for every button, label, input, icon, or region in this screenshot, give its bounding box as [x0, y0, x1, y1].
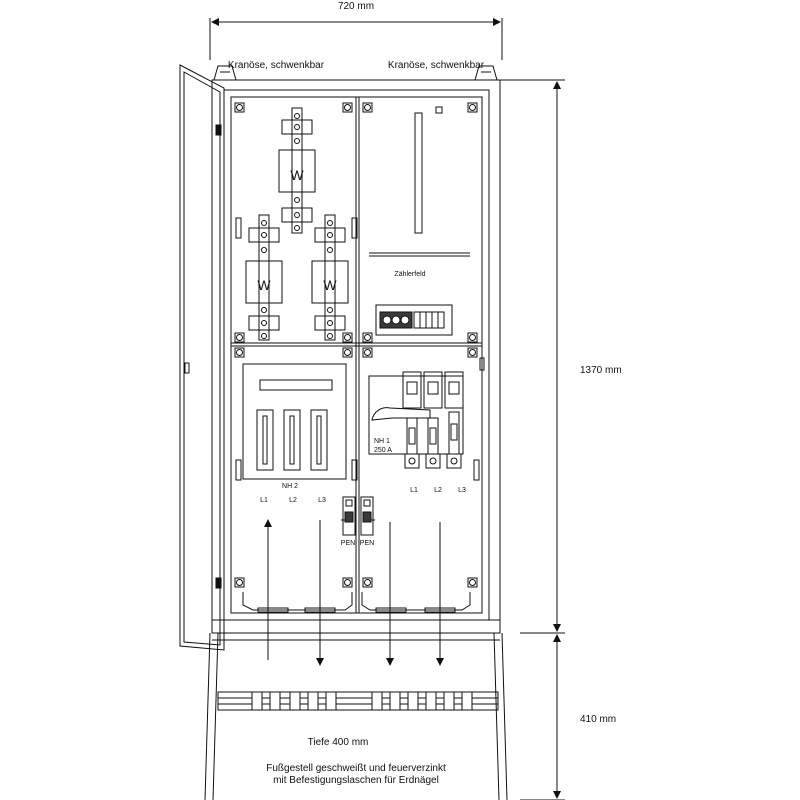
pen-label-2: PEN [360, 540, 374, 547]
nh1-phase-l2: L2 [434, 487, 442, 494]
width-label: 720 mm [338, 1, 374, 12]
nh2-phase-l3: L3 [318, 497, 326, 504]
meter-field [369, 106, 470, 257]
crane-right-label: Kranöse, schwenkbar [388, 60, 485, 71]
meter-1 [278, 107, 316, 234]
nh1-switch [368, 371, 464, 469]
meter-3-label: W [323, 277, 337, 293]
nh1-phase-l1: L1 [410, 487, 418, 494]
nh1-label: NH 1 [374, 438, 390, 445]
base-note-line1: Fußgestell geschweißt und feuerverzinkt [266, 763, 446, 774]
nh2-fuse-block [242, 363, 347, 480]
panel-dividers [231, 97, 482, 613]
meter-2-label: W [257, 277, 271, 293]
cabinet-door [179, 64, 225, 651]
crane-eye-left [213, 65, 237, 81]
meter-1-label: W [290, 167, 304, 183]
nh1-phase-l3: L3 [458, 487, 466, 494]
crane-left-label: Kranöse, schwenkbar [228, 60, 325, 71]
nh2-label: NH 2 [282, 483, 298, 490]
height-base-label: 410 mm [580, 714, 616, 725]
meter-3 [311, 214, 349, 341]
pen-terminals [341, 496, 375, 536]
base-frame [204, 632, 508, 800]
cable-arrows [264, 519, 444, 666]
crane-eye-right [474, 65, 498, 81]
nh2-phase-l1: L1 [260, 497, 268, 504]
nh2-phase-l2: L2 [289, 497, 297, 504]
panel-screws [234, 102, 478, 588]
nh1-rating: 250 A [374, 447, 392, 454]
height-dimension [500, 79, 565, 800]
width-dimension [209, 18, 503, 60]
terminal-block [375, 304, 453, 336]
base-note-line2: mit Befestigungslaschen für Erdnägel [273, 775, 439, 786]
height-main-label: 1370 mm [580, 365, 622, 376]
panel-latches [235, 217, 480, 481]
pen-label-1: PEN [341, 540, 355, 547]
meter-2 [245, 214, 283, 341]
depth-label: Tiefe 400 mm [308, 737, 369, 748]
meter-field-label: Zählerfeld [394, 271, 425, 278]
